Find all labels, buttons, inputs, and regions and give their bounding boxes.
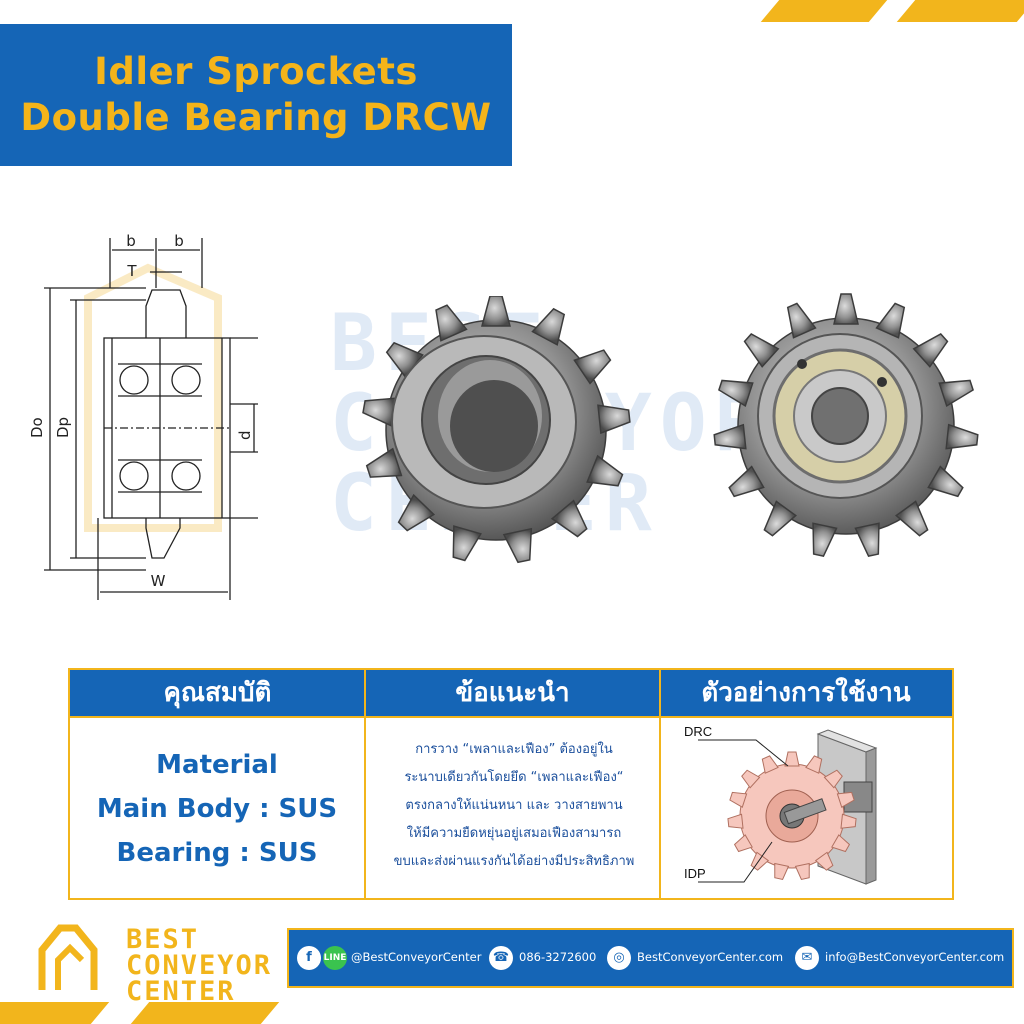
- top-stripe-left: [760, 0, 888, 22]
- header-example: ตัวอย่างการใช้งาน: [660, 670, 952, 716]
- logo-line-2: CONVEYOR: [126, 950, 273, 981]
- title-line-2: Double Bearing DRCW: [20, 96, 492, 139]
- usage-example-illustration: DRC IDP: [684, 724, 878, 885]
- advice-text: การวาง “เพลาและเฟือง” ต้องอยู่ใน ระนาบเด…: [367, 736, 661, 876]
- example-label-drc: DRC: [684, 724, 712, 739]
- column-divider: [364, 670, 366, 898]
- label-d: d: [236, 430, 254, 440]
- social-handle[interactable]: @BestConveyorCenter: [351, 950, 482, 964]
- technical-drawing: b b T Do Dp d HD W: [28, 232, 258, 600]
- material-heading: Material: [156, 750, 278, 780]
- material-bearing: Bearing : SUS: [116, 838, 318, 868]
- label-b-left: b: [126, 232, 136, 250]
- advice-line: ขบและส่งผ่านแรงกันได้อย่างมีประสิทธิภาพ: [393, 854, 635, 869]
- bottom-stripe-left: [0, 1002, 110, 1024]
- label-t: T: [126, 262, 137, 280]
- header-divider: [70, 716, 952, 718]
- top-stripe-right: [896, 0, 1024, 22]
- label-w: W: [151, 572, 166, 590]
- line-icon[interactable]: LINE: [323, 946, 347, 970]
- advice-line: การวาง “เพลาและเฟือง” ต้องอยู่ใน: [415, 742, 613, 757]
- header-properties: คุณสมบัติ: [70, 670, 365, 716]
- phone-number[interactable]: 086-3272600: [519, 950, 597, 964]
- logo-emblem: [38, 924, 98, 990]
- info-table: คุณสมบัติ ข้อแนะนำ ตัวอย่างการใช้งาน Mat…: [68, 668, 954, 900]
- header-advice: ข้อแนะนำ: [365, 670, 660, 716]
- contact-bar: f LINE @BestConveyorCenter ☎ 086-3272600…: [287, 928, 1014, 988]
- label-dp: Dp: [54, 417, 72, 438]
- phone-icon: ☎: [489, 946, 513, 970]
- label-b-right: b: [174, 232, 184, 250]
- email-link[interactable]: info@BestConveyorCenter.com: [825, 950, 1005, 964]
- title-banner: Idler Sprockets Double Bearing DRCW: [0, 24, 512, 166]
- sprocket-photo-front: [360, 296, 632, 564]
- sprocket-photo-bearing: [712, 293, 980, 559]
- globe-icon: ◎: [607, 946, 631, 970]
- advice-line: ตรงกลางให้แน่นหนา และ วางสายพาน: [405, 798, 623, 813]
- company-logo: BEST CONVEYOR CENTER: [30, 914, 280, 1007]
- advice-line: ให้มีความยืดหยุ่นอยู่เสมอเฟืองสามารถ: [406, 826, 622, 841]
- logo-line-3: CENTER: [126, 976, 236, 1007]
- advice-line: ระนาบเดียวกันโดยยึด “เพลาและเฟือง“: [404, 770, 624, 785]
- email-icon: ✉: [795, 946, 819, 970]
- material-main-body: Main Body : SUS: [96, 794, 338, 824]
- title-line-1: Idler Sprockets: [94, 50, 418, 93]
- facebook-icon[interactable]: f: [297, 946, 321, 970]
- label-do: Do: [28, 417, 46, 438]
- example-label-idp: IDP: [684, 866, 706, 881]
- website-link[interactable]: BestConveyorCenter.com: [637, 950, 784, 964]
- column-divider: [659, 670, 661, 898]
- logo-line-1: BEST: [126, 924, 200, 955]
